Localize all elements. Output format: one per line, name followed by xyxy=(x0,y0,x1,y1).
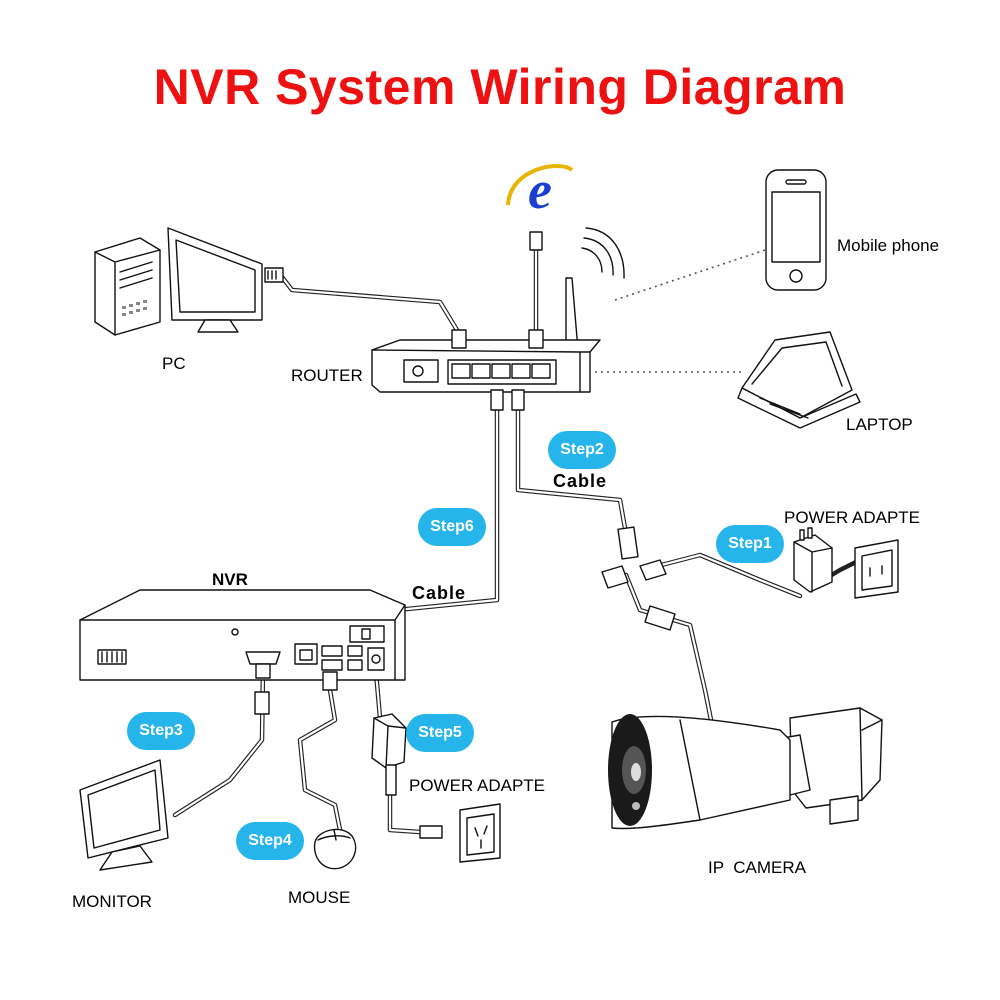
diagram-title: NVR System Wiring Diagram xyxy=(153,59,847,115)
label-mobile-phone: Mobile phone xyxy=(837,236,940,255)
internet-explorer-icon: e xyxy=(506,160,574,251)
step1-badge: Step1 xyxy=(716,525,784,563)
label-nvr: NVR xyxy=(212,570,248,589)
nvr-icon xyxy=(79,589,406,691)
label-power-adapter-camera: POWER ADAPTE xyxy=(784,508,921,527)
laptop-icon xyxy=(737,331,861,429)
cable-camera-pigtail xyxy=(623,572,715,728)
nvr-wall-socket-icon xyxy=(419,803,501,863)
label-cable-router-camera: Cable xyxy=(553,471,608,491)
label-power-adapter-nvr: POWER ADAPTE xyxy=(409,776,546,795)
step3-badge: Step3 xyxy=(127,712,195,750)
ip-camera-icon xyxy=(608,707,883,830)
cable-router-camera xyxy=(515,402,631,548)
cables xyxy=(172,247,863,835)
step6-badge: Step6 xyxy=(418,508,486,546)
mouse-icon xyxy=(313,828,357,870)
mobile-phone-icon xyxy=(765,169,827,291)
cable-nvr-mouse xyxy=(297,687,343,833)
camera-pigtail-connectors xyxy=(601,526,676,631)
cable-camera-power xyxy=(647,552,803,599)
step5-badge: Step5 xyxy=(406,714,474,752)
label-monitor: MONITOR xyxy=(72,892,152,911)
label-cable-nvr-router: Cable xyxy=(412,583,467,603)
wireless-link-phone xyxy=(614,249,766,301)
cable-pc-router xyxy=(279,274,463,338)
wifi-signal-icon xyxy=(581,227,625,279)
step4-badge: Step4 xyxy=(236,822,304,860)
label-laptop: LAPTOP xyxy=(846,415,913,434)
step2-badge: Step2 xyxy=(548,431,616,469)
wall-socket-icon xyxy=(854,539,899,599)
label-router: ROUTER xyxy=(291,366,363,385)
router-icon xyxy=(371,277,601,411)
camera-power-adapter-icon xyxy=(793,527,833,593)
nvr-power-adapter-icon xyxy=(371,713,407,796)
label-pc: PC xyxy=(162,354,186,373)
label-mouse: MOUSE xyxy=(288,888,351,907)
label-ip-camera: IP CAMERA xyxy=(708,858,806,877)
pc-icon xyxy=(94,227,284,336)
monitor-icon xyxy=(79,691,270,871)
svg-text:e: e xyxy=(528,160,552,220)
